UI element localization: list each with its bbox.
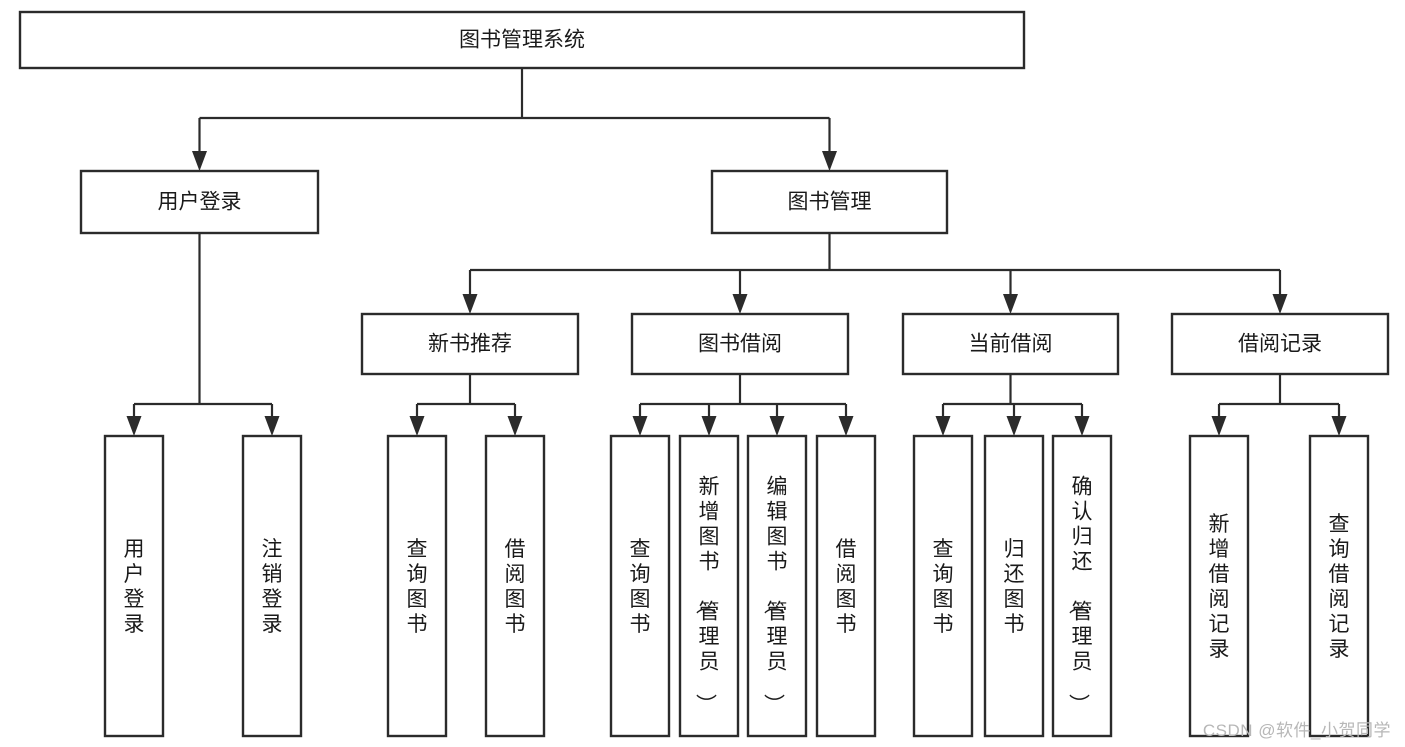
node-box[interactable] (983, 434, 1045, 738)
arrow-head-icon (1003, 294, 1018, 314)
node-new-book-rec[interactable]: 新书推荐 (360, 312, 580, 376)
arrow-head-icon (935, 416, 951, 436)
node-leaf-borrow-book-1[interactable]: 借阅图书 (484, 434, 546, 738)
node-label: 用户登录 (124, 538, 145, 636)
arrow-head-icon (462, 294, 478, 314)
arrow-head-icon (1211, 416, 1227, 436)
arrow-head-icon (822, 151, 837, 171)
connector-group-bus-root (192, 68, 837, 171)
node-leaf-edit-book[interactable]: 编辑图书（管理员） (746, 434, 808, 738)
node-box[interactable] (630, 312, 850, 376)
node-box[interactable] (1308, 434, 1370, 738)
node-box[interactable] (360, 312, 580, 376)
node-box[interactable] (484, 434, 546, 738)
node-box[interactable] (1051, 434, 1113, 738)
node-box[interactable] (678, 434, 740, 738)
node-label: 用户登录 (158, 191, 242, 214)
node-layer: 图书管理系统用户登录图书管理新书推荐图书借阅当前借阅借阅记录用户登录注销登录查询… (18, 10, 1390, 738)
node-leaf-query-book-1[interactable]: 查询图书 (386, 434, 448, 738)
node-box[interactable] (710, 169, 949, 235)
connector-group-bus-user-login (126, 233, 280, 436)
node-box[interactable] (815, 434, 877, 738)
node-label: 新增借阅记录 (1209, 513, 1230, 661)
node-user-login[interactable]: 用户登录 (79, 169, 320, 235)
node-label: 查询图书 (933, 538, 954, 636)
node-label: 新增图书（管理员） (694, 476, 720, 715)
node-label: 借阅图书 (505, 538, 526, 636)
arrow-head-icon (769, 416, 785, 436)
node-label: 图书借阅 (698, 333, 782, 356)
connector-group-bus-new-book-rec (409, 374, 523, 436)
node-borrow-record[interactable]: 借阅记录 (1170, 312, 1390, 376)
node-box[interactable] (103, 434, 165, 738)
node-book-mgmt[interactable]: 图书管理 (710, 169, 949, 235)
node-leaf-return-book[interactable]: 归还图书 (983, 434, 1045, 738)
node-leaf-query-record[interactable]: 查询借阅记录 (1308, 434, 1370, 738)
arrow-head-icon (1006, 416, 1022, 436)
arrow-head-icon (632, 416, 648, 436)
node-label: 注销登录 (262, 538, 283, 636)
node-leaf-user-login[interactable]: 用户登录 (103, 434, 165, 738)
arrow-head-icon (1074, 416, 1090, 436)
node-leaf-borrow-book-2[interactable]: 借阅图书 (815, 434, 877, 738)
node-box[interactable] (386, 434, 448, 738)
arrow-head-icon (192, 151, 207, 171)
connector-group-bus-borrow-record (1211, 374, 1347, 436)
arrow-head-icon (126, 416, 142, 436)
node-book-borrow[interactable]: 图书借阅 (630, 312, 850, 376)
arrow-head-icon (264, 416, 280, 436)
node-label: 查询借阅记录 (1329, 513, 1350, 661)
node-box[interactable] (79, 169, 320, 235)
connector-group-bus-book-mgmt (462, 233, 1288, 314)
connector-layer (126, 68, 1347, 436)
node-root[interactable]: 图书管理系统 (18, 10, 1026, 70)
arrow-head-icon (409, 416, 425, 436)
node-leaf-query-book-3[interactable]: 查询图书 (912, 434, 974, 738)
node-leaf-logout[interactable]: 注销登录 (241, 434, 303, 738)
arrow-head-icon (701, 416, 717, 436)
node-label: 查询图书 (630, 538, 651, 636)
node-label: 编辑图书（管理员） (762, 476, 788, 715)
node-box[interactable] (1170, 312, 1390, 376)
node-box[interactable] (609, 434, 671, 738)
node-label: 当前借阅 (969, 333, 1053, 356)
node-leaf-add-record[interactable]: 新增借阅记录 (1188, 434, 1250, 738)
node-current-borrow[interactable]: 当前借阅 (901, 312, 1120, 376)
connector-group-bus-current-borrow (935, 374, 1090, 436)
arrow-head-icon (507, 416, 523, 436)
node-label: 确认归还（管理员） (1067, 476, 1093, 715)
node-box[interactable] (912, 434, 974, 738)
arrow-head-icon (838, 416, 854, 436)
arrow-head-icon (1272, 294, 1288, 314)
node-box[interactable] (241, 434, 303, 738)
node-leaf-add-book[interactable]: 新增图书（管理员） (678, 434, 740, 738)
node-label: 借阅记录 (1238, 333, 1322, 356)
node-box[interactable] (18, 10, 1026, 70)
watermark-label: CSDN @软件_小贺同学 (1202, 721, 1391, 740)
node-label: 图书管理 (788, 191, 872, 214)
node-leaf-query-book-2[interactable]: 查询图书 (609, 434, 671, 738)
node-label: 归还图书 (1004, 538, 1025, 636)
node-label: 借阅图书 (836, 538, 857, 636)
node-leaf-confirm-return[interactable]: 确认归还（管理员） (1051, 434, 1113, 738)
node-label: 新书推荐 (428, 333, 512, 356)
node-box[interactable] (746, 434, 808, 738)
node-label: 图书管理系统 (459, 29, 585, 52)
node-box[interactable] (901, 312, 1120, 376)
node-box[interactable] (1188, 434, 1250, 738)
node-label: 查询图书 (407, 538, 428, 636)
connector-group-bus-book-borrow (632, 374, 854, 436)
arrow-head-icon (732, 294, 748, 314)
arrow-head-icon (1331, 416, 1347, 436)
